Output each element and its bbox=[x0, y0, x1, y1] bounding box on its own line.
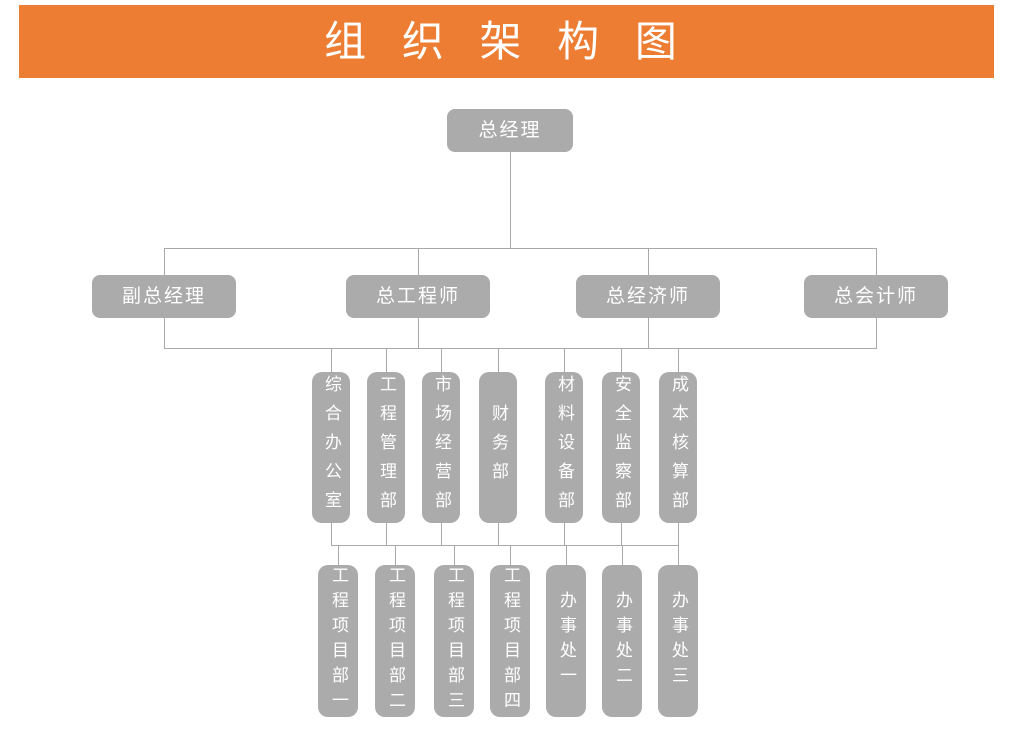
connector-line bbox=[164, 248, 877, 249]
node-branch-office-3: 办事处三 bbox=[658, 565, 698, 717]
connector-line bbox=[338, 545, 339, 565]
node-project-dept-1: 工程项目部一 bbox=[318, 565, 358, 717]
node-cost-accounting-dept: 成本核算部 bbox=[659, 372, 697, 523]
node-market-operation-dept: 市场经营部 bbox=[422, 372, 460, 523]
node-general-office: 综合办公室 bbox=[312, 372, 350, 523]
connector-line bbox=[678, 545, 679, 565]
node-branch-office-2: 办事处二 bbox=[602, 565, 642, 717]
node-project-dept-3: 工程项目部三 bbox=[434, 565, 474, 717]
connector-line bbox=[566, 545, 567, 565]
connector-line bbox=[164, 348, 877, 349]
node-chief-engineer: 总工程师 bbox=[346, 275, 490, 318]
connector-line bbox=[510, 152, 511, 248]
connector-line bbox=[622, 545, 623, 565]
node-project-dept-2: 工程项目部二 bbox=[375, 565, 415, 717]
node-finance-dept: 财务部 bbox=[479, 372, 517, 523]
page-title: 组 织 架 构 图 bbox=[324, 18, 689, 65]
node-project-dept-4: 工程项目部四 bbox=[490, 565, 530, 717]
node-general-manager: 总经理 bbox=[447, 109, 573, 152]
connector-line bbox=[395, 545, 396, 565]
node-materials-equipment-dept: 材料设备部 bbox=[545, 372, 583, 523]
node-safety-supervision-dept: 安全监察部 bbox=[602, 372, 640, 523]
node-chief-economist: 总经济师 bbox=[576, 275, 720, 318]
node-deputy-general-manager: 副总经理 bbox=[92, 275, 236, 318]
title-banner: 组 织 架 构 图 bbox=[19, 5, 994, 78]
node-engineering-management-dept: 工程管理部 bbox=[367, 372, 405, 523]
connector-line bbox=[510, 545, 511, 565]
connector-line bbox=[454, 545, 455, 565]
connector-line bbox=[331, 545, 679, 546]
node-chief-accountant: 总会计师 bbox=[804, 275, 948, 318]
node-branch-office-1: 办事处一 bbox=[546, 565, 586, 717]
